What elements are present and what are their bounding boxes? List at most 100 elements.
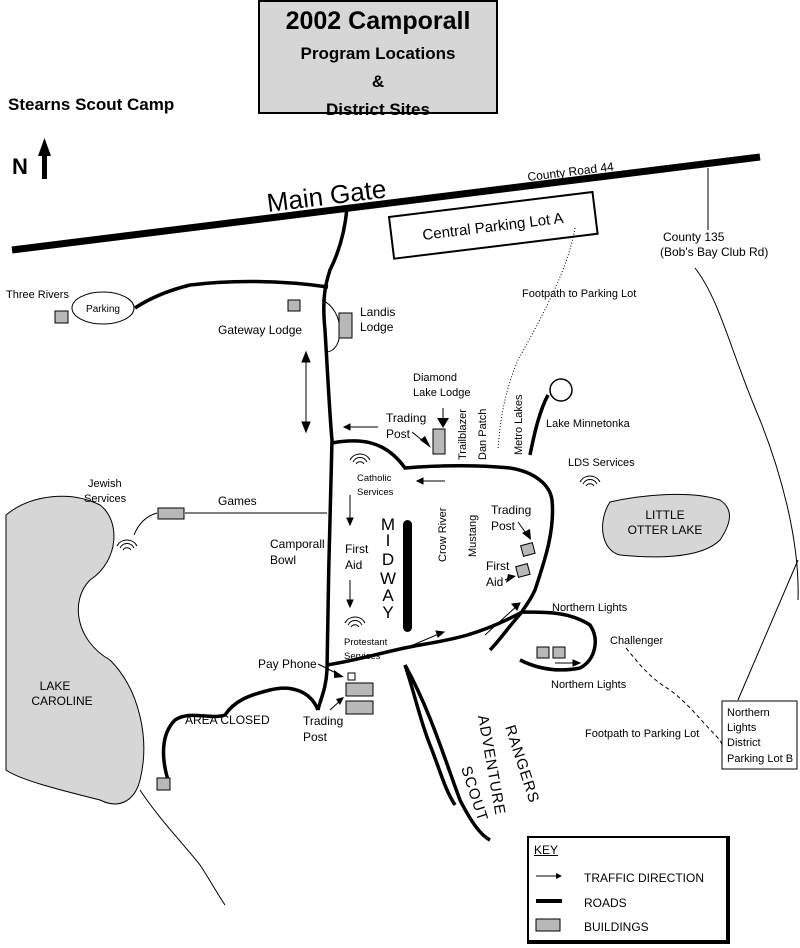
pay-phone-label: Pay Phone <box>258 657 317 671</box>
midway-letter: D <box>382 550 394 569</box>
parking-lot-b-label-2: Lights <box>727 722 757 734</box>
midway-letter: I <box>386 531 391 550</box>
area-closed-label: AREA CLOSED <box>185 713 270 727</box>
northern-lights-building-1 <box>536 646 550 659</box>
first-aid-mid-label-2: Aid <box>486 575 503 589</box>
landis-lodge-label: Landis <box>360 305 395 319</box>
lake-caroline <box>5 495 145 805</box>
map-title: 2002 Camporall <box>285 7 471 35</box>
three-rivers-label: Three Rivers <box>6 289 69 301</box>
northern-lights-top-label: Northern Lights <box>552 602 628 614</box>
key-title: KEY <box>534 843 559 857</box>
camporall-bowl-label: Camporall <box>270 537 325 551</box>
metro-lakes-label: Metro Lakes <box>513 394 525 455</box>
trading-post-top-label: Trading <box>386 411 426 425</box>
key-row-traffic: TRAFFIC DIRECTION <box>534 868 724 888</box>
pay-phone-icon <box>347 672 356 681</box>
diamond-pointer-head <box>437 418 449 428</box>
jewish-service-icon <box>116 539 138 551</box>
county-road-44 <box>11 153 761 254</box>
parking-label: Parking <box>86 304 120 315</box>
jewish-services-label: Jewish <box>88 478 122 490</box>
landis-lodge-building <box>338 312 353 339</box>
games-road <box>133 512 327 536</box>
traffic-arrows <box>342 423 582 667</box>
catholic-services-label-2: Services <box>357 487 394 498</box>
county-135-sublabel: (Bob's Bay Club Rd) <box>660 245 768 259</box>
building-icon <box>535 918 561 932</box>
dan-patch-label: Dan Patch <box>477 409 489 460</box>
parking-lot-b-box <box>721 700 798 770</box>
parking-oval <box>71 291 135 325</box>
games-building <box>157 507 185 520</box>
first-aid-mid-building <box>515 563 531 578</box>
north-arrow-icon <box>38 138 51 179</box>
footpath-bottom <box>625 647 726 764</box>
diamond-lake-label: Diamond <box>413 372 457 384</box>
trading-post-bottom-pointer-head <box>336 697 344 705</box>
key-roads-label: ROADS <box>584 896 627 910</box>
protestant-service-icon <box>344 616 366 628</box>
key-row-roads: ROADS <box>534 893 724 913</box>
map-subtitle-line-1: Program Locations <box>300 44 456 63</box>
landis-lodge-label-2: Lodge <box>360 320 394 334</box>
catholic-services-label: Catholic <box>357 473 392 484</box>
little-otter-label-2: OTTER LAKE <box>628 523 703 537</box>
first-aid-mid-label: First <box>486 559 510 573</box>
map-subtitle-line-3: District Sites <box>326 100 430 119</box>
area-closed-building <box>156 777 171 791</box>
protestant-services-label-2: Services <box>344 651 381 662</box>
key-traffic-label: TRAFFIC DIRECTION <box>584 871 704 885</box>
trading-post-mid-building <box>520 542 536 557</box>
gateway-lodge-building <box>287 299 301 312</box>
camp-roads <box>134 207 597 842</box>
trading-post-bottom-building-2 <box>345 700 374 715</box>
lake-minnetonka-marker <box>549 378 573 402</box>
first-aid-left-label-2: Aid <box>345 558 362 572</box>
mustang-label: Mustang <box>467 515 479 557</box>
diamond-lake-label-2: Lake Lodge <box>413 387 471 399</box>
northern-lights-bottom-label: Northern Lights <box>551 679 627 691</box>
midway-letter: Y <box>382 603 393 622</box>
footpath-top-label: Footpath to Parking Lot <box>522 288 636 300</box>
midway-letter: A <box>382 586 394 605</box>
footpath-top <box>497 227 576 451</box>
trading-post-top-label-2: Post <box>386 427 411 441</box>
lake-caroline-label: LAKE <box>40 679 71 693</box>
first-aid-mid-pointer-head <box>506 574 516 583</box>
lake-minnetonka-label: Lake Minnetonka <box>546 418 631 430</box>
key-row-buildings: BUILDINGS <box>534 917 724 937</box>
parking-lot-b-label-4: Parking Lot B <box>727 753 793 765</box>
trading-post-bottom-label: Trading <box>303 714 343 728</box>
diamond-lake-building <box>432 428 446 455</box>
map-subtitle-line-2: & <box>371 72 385 91</box>
footpath-bottom-label: Footpath to Parking Lot <box>585 728 699 740</box>
trading-post-mid-label: Trading <box>491 503 531 517</box>
jewish-services-label-2: Services <box>84 493 127 505</box>
key-buildings-label: BUILDINGS <box>584 920 649 934</box>
midway-letters: M I D W A Y <box>380 515 396 622</box>
lds-service-icon <box>579 475 601 487</box>
central-parking-lot-a: Central Parking Lot A <box>387 190 599 260</box>
midway-road <box>403 520 412 632</box>
little-otter-lake <box>602 493 730 558</box>
games-label: Games <box>218 494 257 508</box>
map-title-box: 2002 Camporall Program Locations & Distr… <box>258 0 498 119</box>
rangers-label: RANGERS <box>501 723 542 805</box>
challenger-label: Challenger <box>610 635 664 647</box>
northern-lights-building-2 <box>552 646 566 659</box>
trailblazer-label: Trailblazer <box>457 409 469 460</box>
midway-letter: M <box>381 515 395 534</box>
camporall-bowl-label-2: Bowl <box>270 553 296 567</box>
camp-name: Stearns Scout Camp <box>8 95 175 114</box>
trading-post-bottom-building-1 <box>345 682 374 697</box>
trading-post-bottom-label-2: Post <box>303 730 328 744</box>
two-way-arrow-icon <box>301 350 311 434</box>
trading-post-mid-pointer-head <box>522 529 531 540</box>
road-line-icon <box>536 899 562 903</box>
lds-services-label: LDS Services <box>568 457 635 469</box>
lake-caroline-inlet <box>139 789 226 906</box>
protestant-services-label: Protestant <box>344 637 388 648</box>
road-to-parking-b <box>737 559 799 701</box>
